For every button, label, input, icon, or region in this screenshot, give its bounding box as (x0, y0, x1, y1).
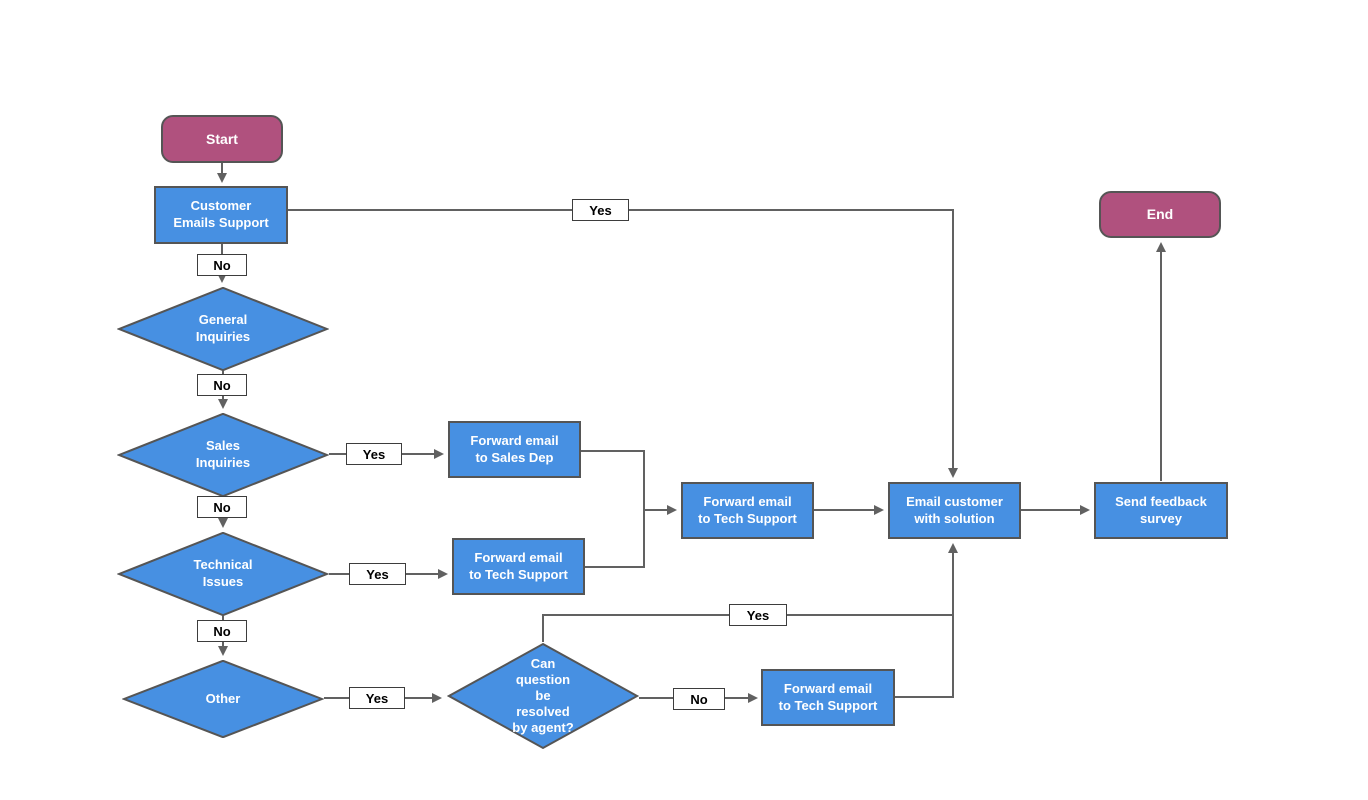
node-sales-inquiries-label: Sales Inquiries (195, 438, 251, 470)
node-forward-email-sales-dep-label: Forward email to Sales Dep (470, 432, 559, 465)
node-end-label: End (1146, 206, 1174, 223)
node-forward-email-tech-support-row-label: Forward email to Tech Support (469, 549, 568, 582)
edge-label-yes-resolve: Yes (729, 604, 787, 626)
diamond-icon (117, 532, 329, 616)
diamond-icon (447, 643, 639, 749)
edge-label-no-tech: No (197, 496, 247, 518)
edge-techbottom-to-email (895, 543, 958, 698)
node-forward-email-tech-support-bottom-label: Forward email to Tech Support (778, 680, 878, 713)
node-technical-issues: Technical Issues (117, 532, 329, 616)
edge-label-no-general: No (197, 254, 247, 276)
edge-label-yes-sales: Yes (346, 443, 402, 465)
node-forward-email-sales-dep: Forward email to Sales Dep (448, 421, 581, 478)
edge-salesdep-to-merge (581, 450, 645, 509)
edge-label-no-other: No (197, 620, 247, 642)
node-forward-email-tech-support-row: Forward email to Tech Support (452, 538, 585, 595)
edge-label-no-resolve: No (673, 688, 725, 710)
node-forward-email-tech-support-bottom: Forward email to Tech Support (761, 669, 895, 726)
node-can-question-be-resolved: Can question be resolved by agent? (447, 643, 639, 749)
node-customer-emails-support: Customer Emails Support (154, 186, 288, 244)
node-can-question-be-resolved-label: Can question be resolved by agent? (512, 656, 574, 735)
node-start: Start (161, 115, 283, 163)
edge-techrow-to-merge (585, 509, 645, 568)
node-email-customer-with-solution-label: Email customer with solution (906, 493, 1003, 526)
edge-label-yes-top: Yes (572, 199, 629, 221)
node-general-inquiries: General Inquiries (117, 287, 329, 371)
node-sales-inquiries: Sales Inquiries (117, 413, 329, 497)
node-start-label: Start (206, 130, 238, 147)
node-send-feedback-survey-label: Send feedback survey (1115, 493, 1207, 526)
node-other-label: Other (205, 690, 241, 706)
node-technical-issues-label: Technical Issues (193, 557, 253, 589)
node-forward-email-tech-support-mid-label: Forward email to Tech Support (698, 493, 797, 526)
node-general-inquiries-label: General Inquiries (195, 312, 251, 344)
node-send-feedback-survey: Send feedback survey (1094, 482, 1228, 539)
edge-label-no-sales: No (197, 374, 247, 396)
node-customer-emails-support-label: Customer Emails Support (173, 198, 269, 230)
edge-label-yes-tech: Yes (349, 563, 406, 585)
node-forward-email-tech-support-mid: Forward email to Tech Support (681, 482, 814, 539)
edge-label-yes-other: Yes (349, 687, 405, 709)
diamond-icon (122, 660, 324, 738)
node-other: Other (122, 660, 324, 738)
node-end: End (1099, 191, 1221, 238)
edge-customer-yes-to-email (288, 209, 958, 478)
node-email-customer-with-solution: Email customer with solution (888, 482, 1021, 539)
